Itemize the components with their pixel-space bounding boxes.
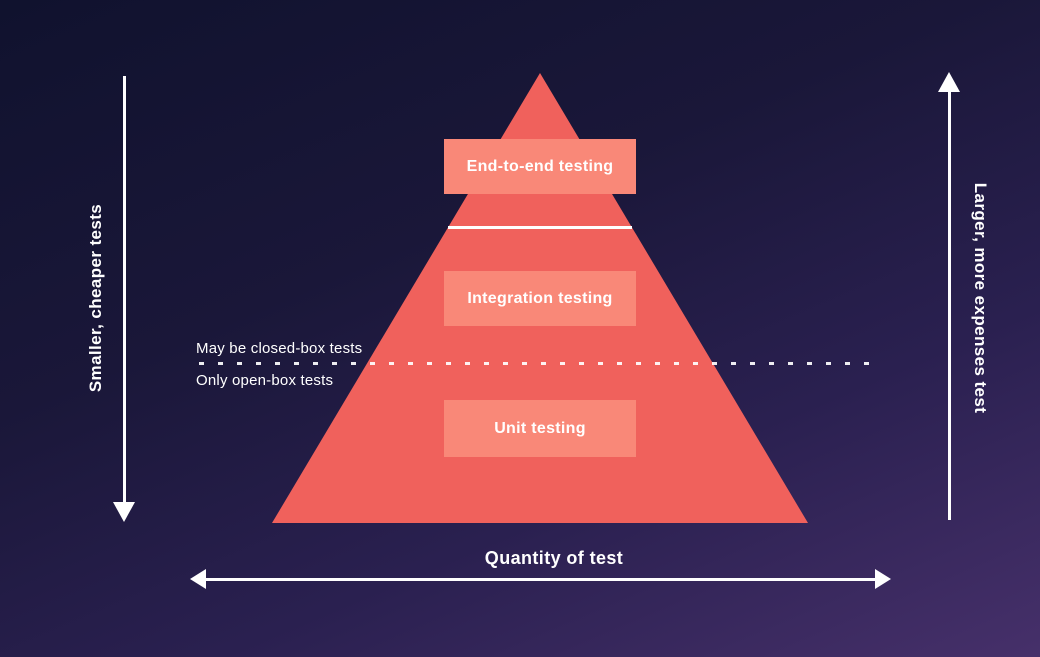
tier-unit-testing: Unit testing — [444, 400, 636, 457]
tier-integration-testing: Integration testing — [444, 271, 636, 326]
bottom-axis-line — [204, 578, 877, 581]
box-test-boundary-dotted-line — [199, 362, 877, 365]
left-axis-line — [123, 76, 126, 504]
open-box-note: Only open-box tests — [196, 372, 334, 389]
arrowhead-left-icon — [190, 569, 206, 589]
right-axis-line — [948, 90, 951, 520]
tier-end-to-end-testing: End-to-end testing — [444, 139, 636, 194]
tier-end-to-end-label: End-to-end testing — [466, 157, 614, 175]
tier-integration-label: Integration testing — [467, 289, 613, 307]
bottom-axis-label: Quantity of test — [484, 548, 624, 568]
pyramid-tier-divider-line — [448, 226, 632, 229]
arrowhead-down-icon — [113, 502, 135, 522]
arrowhead-up-icon — [938, 72, 960, 92]
arrowhead-right-icon — [875, 569, 891, 589]
tier-unit-label: Unit testing — [494, 419, 586, 437]
closed-box-note: May be closed-box tests — [196, 340, 363, 357]
right-axis-label: Larger, more expenses test — [971, 182, 990, 414]
left-axis-label: Smaller, cheaper tests — [86, 203, 105, 393]
